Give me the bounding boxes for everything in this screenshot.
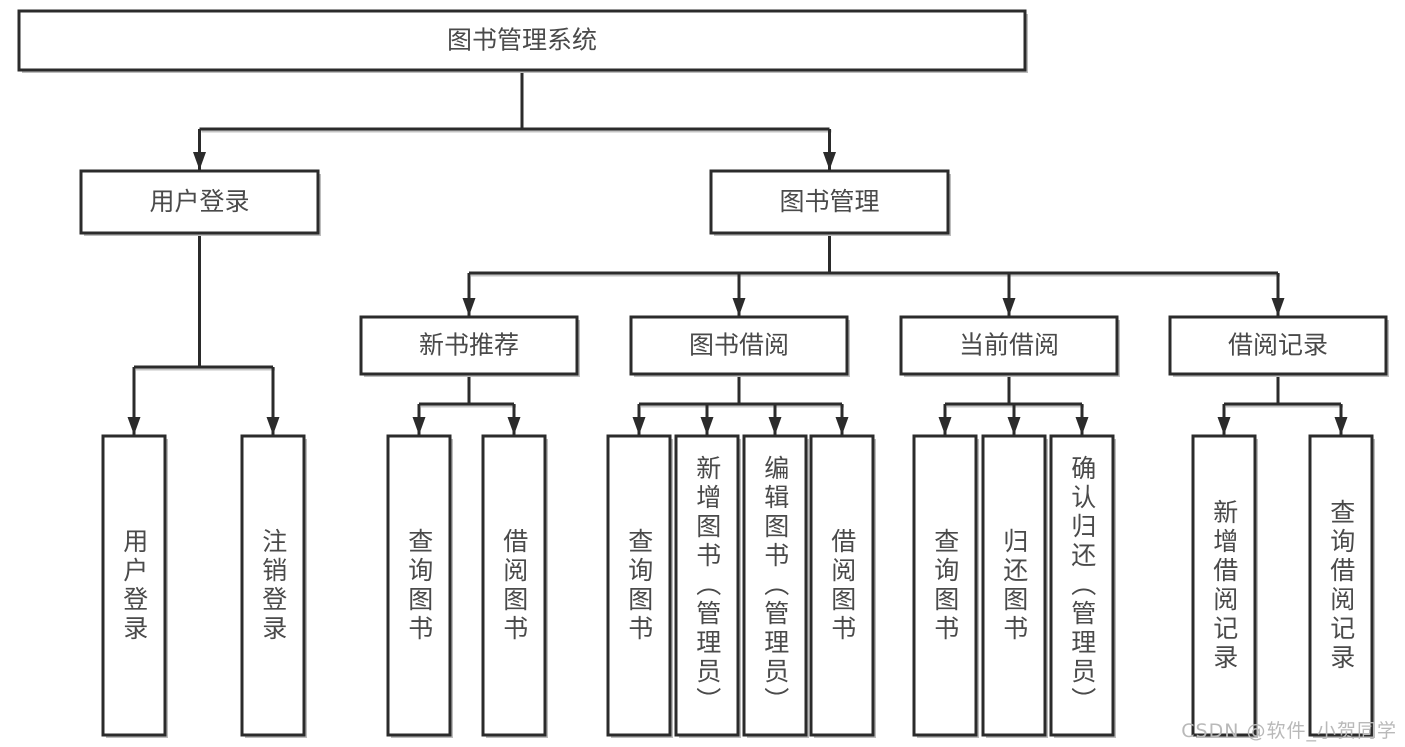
node-leaf_user_logout[interactable] (240, 434, 306, 737)
arrow-head (835, 417, 849, 435)
node-label-root: 图书管理系统 (447, 26, 597, 55)
arrow-head (1075, 417, 1089, 435)
node-leaf_bb_edit[interactable] (742, 434, 808, 737)
arrow-head (1334, 417, 1348, 435)
node-new_book_rec[interactable] (359, 315, 579, 376)
arrow-head (127, 417, 141, 435)
arrow-head (632, 417, 646, 435)
node-leaf_cb_query[interactable] (912, 434, 978, 737)
node-current_borrow[interactable] (899, 315, 1119, 376)
node-label-new_book_rec: 新书推荐 (419, 331, 519, 360)
node-book_borrow[interactable] (629, 315, 849, 376)
csdn-watermark: CSDN @软件_小贺同学 (1181, 720, 1397, 742)
arrow-head (1007, 417, 1021, 435)
node-user_login[interactable] (79, 169, 320, 235)
node-borrow_record[interactable] (1168, 315, 1388, 376)
node-book_mgmt[interactable] (709, 169, 950, 235)
node-leaf_nb_borrow[interactable] (481, 434, 547, 737)
node-label-borrow_record: 借阅记录 (1228, 331, 1328, 360)
arrow-head (193, 152, 206, 170)
arrow-head (732, 298, 746, 316)
arrow-head (507, 417, 521, 435)
arrow-head (938, 417, 952, 435)
node-leaf_br_add[interactable] (1191, 434, 1257, 737)
arrow-head (1217, 417, 1231, 435)
arrow-head (412, 417, 426, 435)
node-leaf_user_login[interactable] (101, 434, 167, 737)
node-box-layer (17, 9, 1389, 738)
arrow-head (768, 417, 782, 435)
arrow-head (462, 298, 476, 316)
node-leaf_nb_query[interactable] (386, 434, 452, 737)
node-label-book_mgmt: 图书管理 (779, 187, 879, 216)
node-leaf_cb_confirm[interactable] (1049, 434, 1115, 737)
node-label-user_login: 用户登录 (149, 187, 249, 216)
node-leaf_cb_return[interactable] (981, 434, 1047, 737)
node-label-current_borrow: 当前借阅 (959, 331, 1059, 360)
node-label-book_borrow: 图书借阅 (689, 331, 789, 360)
edge-layer (127, 70, 1348, 435)
node-leaf_bb_add[interactable] (674, 434, 740, 737)
node-leaf_bb_query[interactable] (606, 434, 672, 737)
arrow-head (1271, 298, 1285, 316)
arrow-head (266, 417, 280, 435)
arrow-head (700, 417, 714, 435)
node-leaf_bb_borrow[interactable] (809, 434, 875, 737)
arrow-head (1002, 298, 1016, 316)
node-root[interactable] (17, 9, 1027, 72)
node-leaf_br_query[interactable] (1308, 434, 1374, 737)
arrow-head (823, 152, 836, 170)
